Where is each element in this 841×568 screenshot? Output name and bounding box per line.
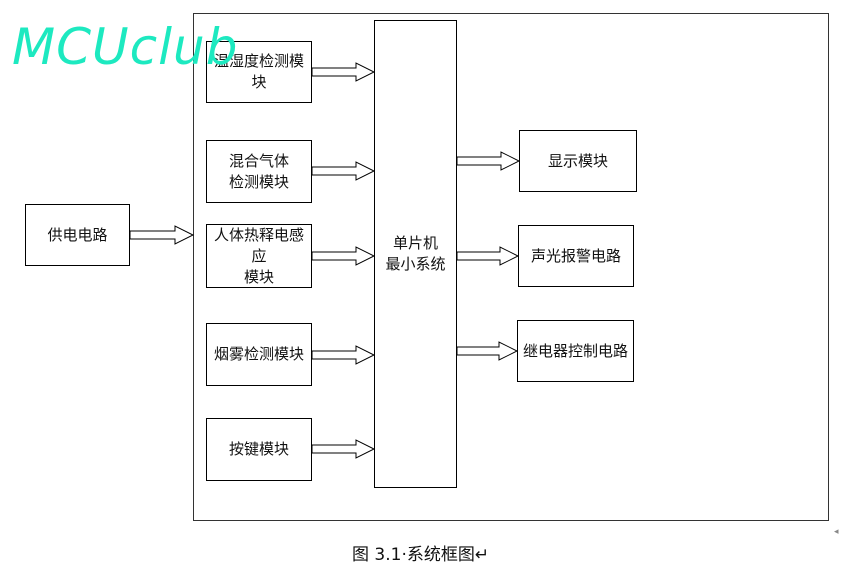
arrow-gas (311, 161, 376, 181)
gas-label-line1: 混合气体 (228, 151, 289, 170)
gas-module: 混合气体检测模块 (206, 140, 312, 203)
arrow-power (129, 225, 195, 245)
relay-label: 继电器控制电路 (522, 341, 628, 360)
arrow-pir (311, 246, 376, 266)
smoke-label: 烟雾检测模块 (213, 345, 304, 363)
arrow-display (456, 151, 521, 171)
smoke-module: 烟雾检测模块 (206, 323, 312, 386)
pir-label-line1: 人体热释电感应 (213, 225, 304, 265)
pir-label: 人体热释电感应模块 (207, 225, 311, 288)
mcu-label-line2: 最小系统 (385, 255, 446, 273)
arrow-key (311, 439, 376, 459)
pir-label-line2: 模块 (243, 267, 274, 286)
system-boundary (193, 13, 829, 521)
key-label: 按键模块 (228, 440, 289, 458)
pir-module: 人体热释电感应模块 (206, 224, 312, 288)
mcu-module: 单片机最小系统 (374, 20, 457, 488)
arrow-smoke (311, 345, 376, 365)
gas-label-line2: 检测模块 (228, 172, 289, 191)
mcu-label-line1: 单片机 (392, 234, 438, 252)
temp-humidity-module: 温湿度检测模块 (206, 41, 312, 103)
power-module: 供电电路 (25, 204, 130, 266)
relay-module: 继电器控制电路 (517, 320, 634, 382)
figure-caption: 图 3.1·系统框图↵ (352, 545, 490, 565)
paragraph-mark-icon: ◂ (834, 527, 839, 537)
gas-label: 混合气体检测模块 (229, 151, 289, 193)
display-label: 显示模块 (547, 151, 608, 170)
alarm-module: 声光报警电路 (518, 225, 634, 287)
alarm-label: 声光报警电路 (530, 246, 621, 265)
arrow-relay (456, 341, 519, 361)
arrow-alarm (456, 246, 520, 266)
temp-humidity-label: 温湿度检测模块 (213, 52, 304, 91)
mcu-label: 单片机最小系统 (385, 233, 445, 275)
mcuclub-watermark: MCUclub (12, 18, 239, 76)
display-module: 显示模块 (519, 130, 637, 192)
arrow-temp (311, 62, 376, 82)
key-module: 按键模块 (206, 418, 312, 481)
power-label: 供电电路 (47, 225, 108, 244)
